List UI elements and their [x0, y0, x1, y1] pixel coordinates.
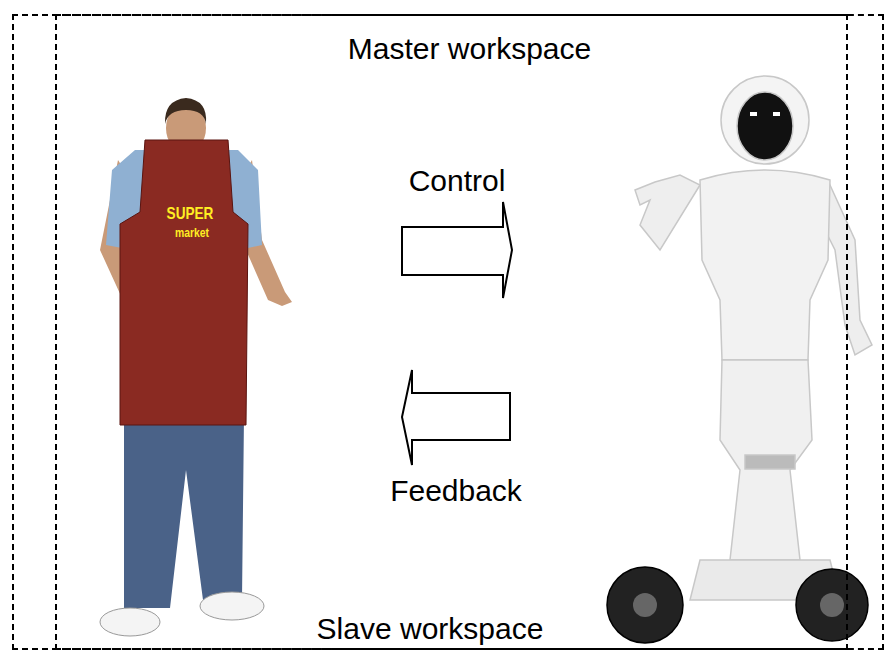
robot-legs: [720, 360, 812, 560]
apron-text: market: [175, 225, 209, 240]
human-figure: [100, 98, 292, 636]
robot-wheel: [796, 569, 868, 641]
robot-face: [737, 92, 793, 160]
human-shoe: [200, 592, 264, 620]
workspace-label: Slave workspace: [14, 612, 846, 646]
robot-hub: [820, 593, 844, 617]
workspace-label: Master workspace: [57, 32, 882, 66]
robot-hub: [633, 593, 657, 617]
arrow-label: Control: [409, 164, 506, 198]
human-shoe: [100, 608, 160, 636]
apron-text: SUPER: [167, 204, 214, 224]
workspace-box: Master workspace: [55, 14, 884, 650]
human-hair: [165, 98, 206, 124]
human-apron: [120, 140, 248, 425]
workspace-box: Slave workspace: [12, 14, 848, 650]
robot-head: [721, 76, 809, 164]
human-jeans: [124, 415, 244, 608]
robot-wheel: [607, 567, 683, 643]
control-arrow: [402, 202, 512, 298]
robot-torso: [700, 170, 830, 360]
arrow-label: Feedback: [390, 474, 522, 508]
robot-arm: [635, 175, 700, 250]
robot-figure: [607, 76, 872, 643]
robot-eye: [773, 112, 780, 116]
robot-eye: [750, 112, 757, 116]
robot-knee: [745, 455, 795, 469]
feedback-arrow: [402, 370, 510, 465]
